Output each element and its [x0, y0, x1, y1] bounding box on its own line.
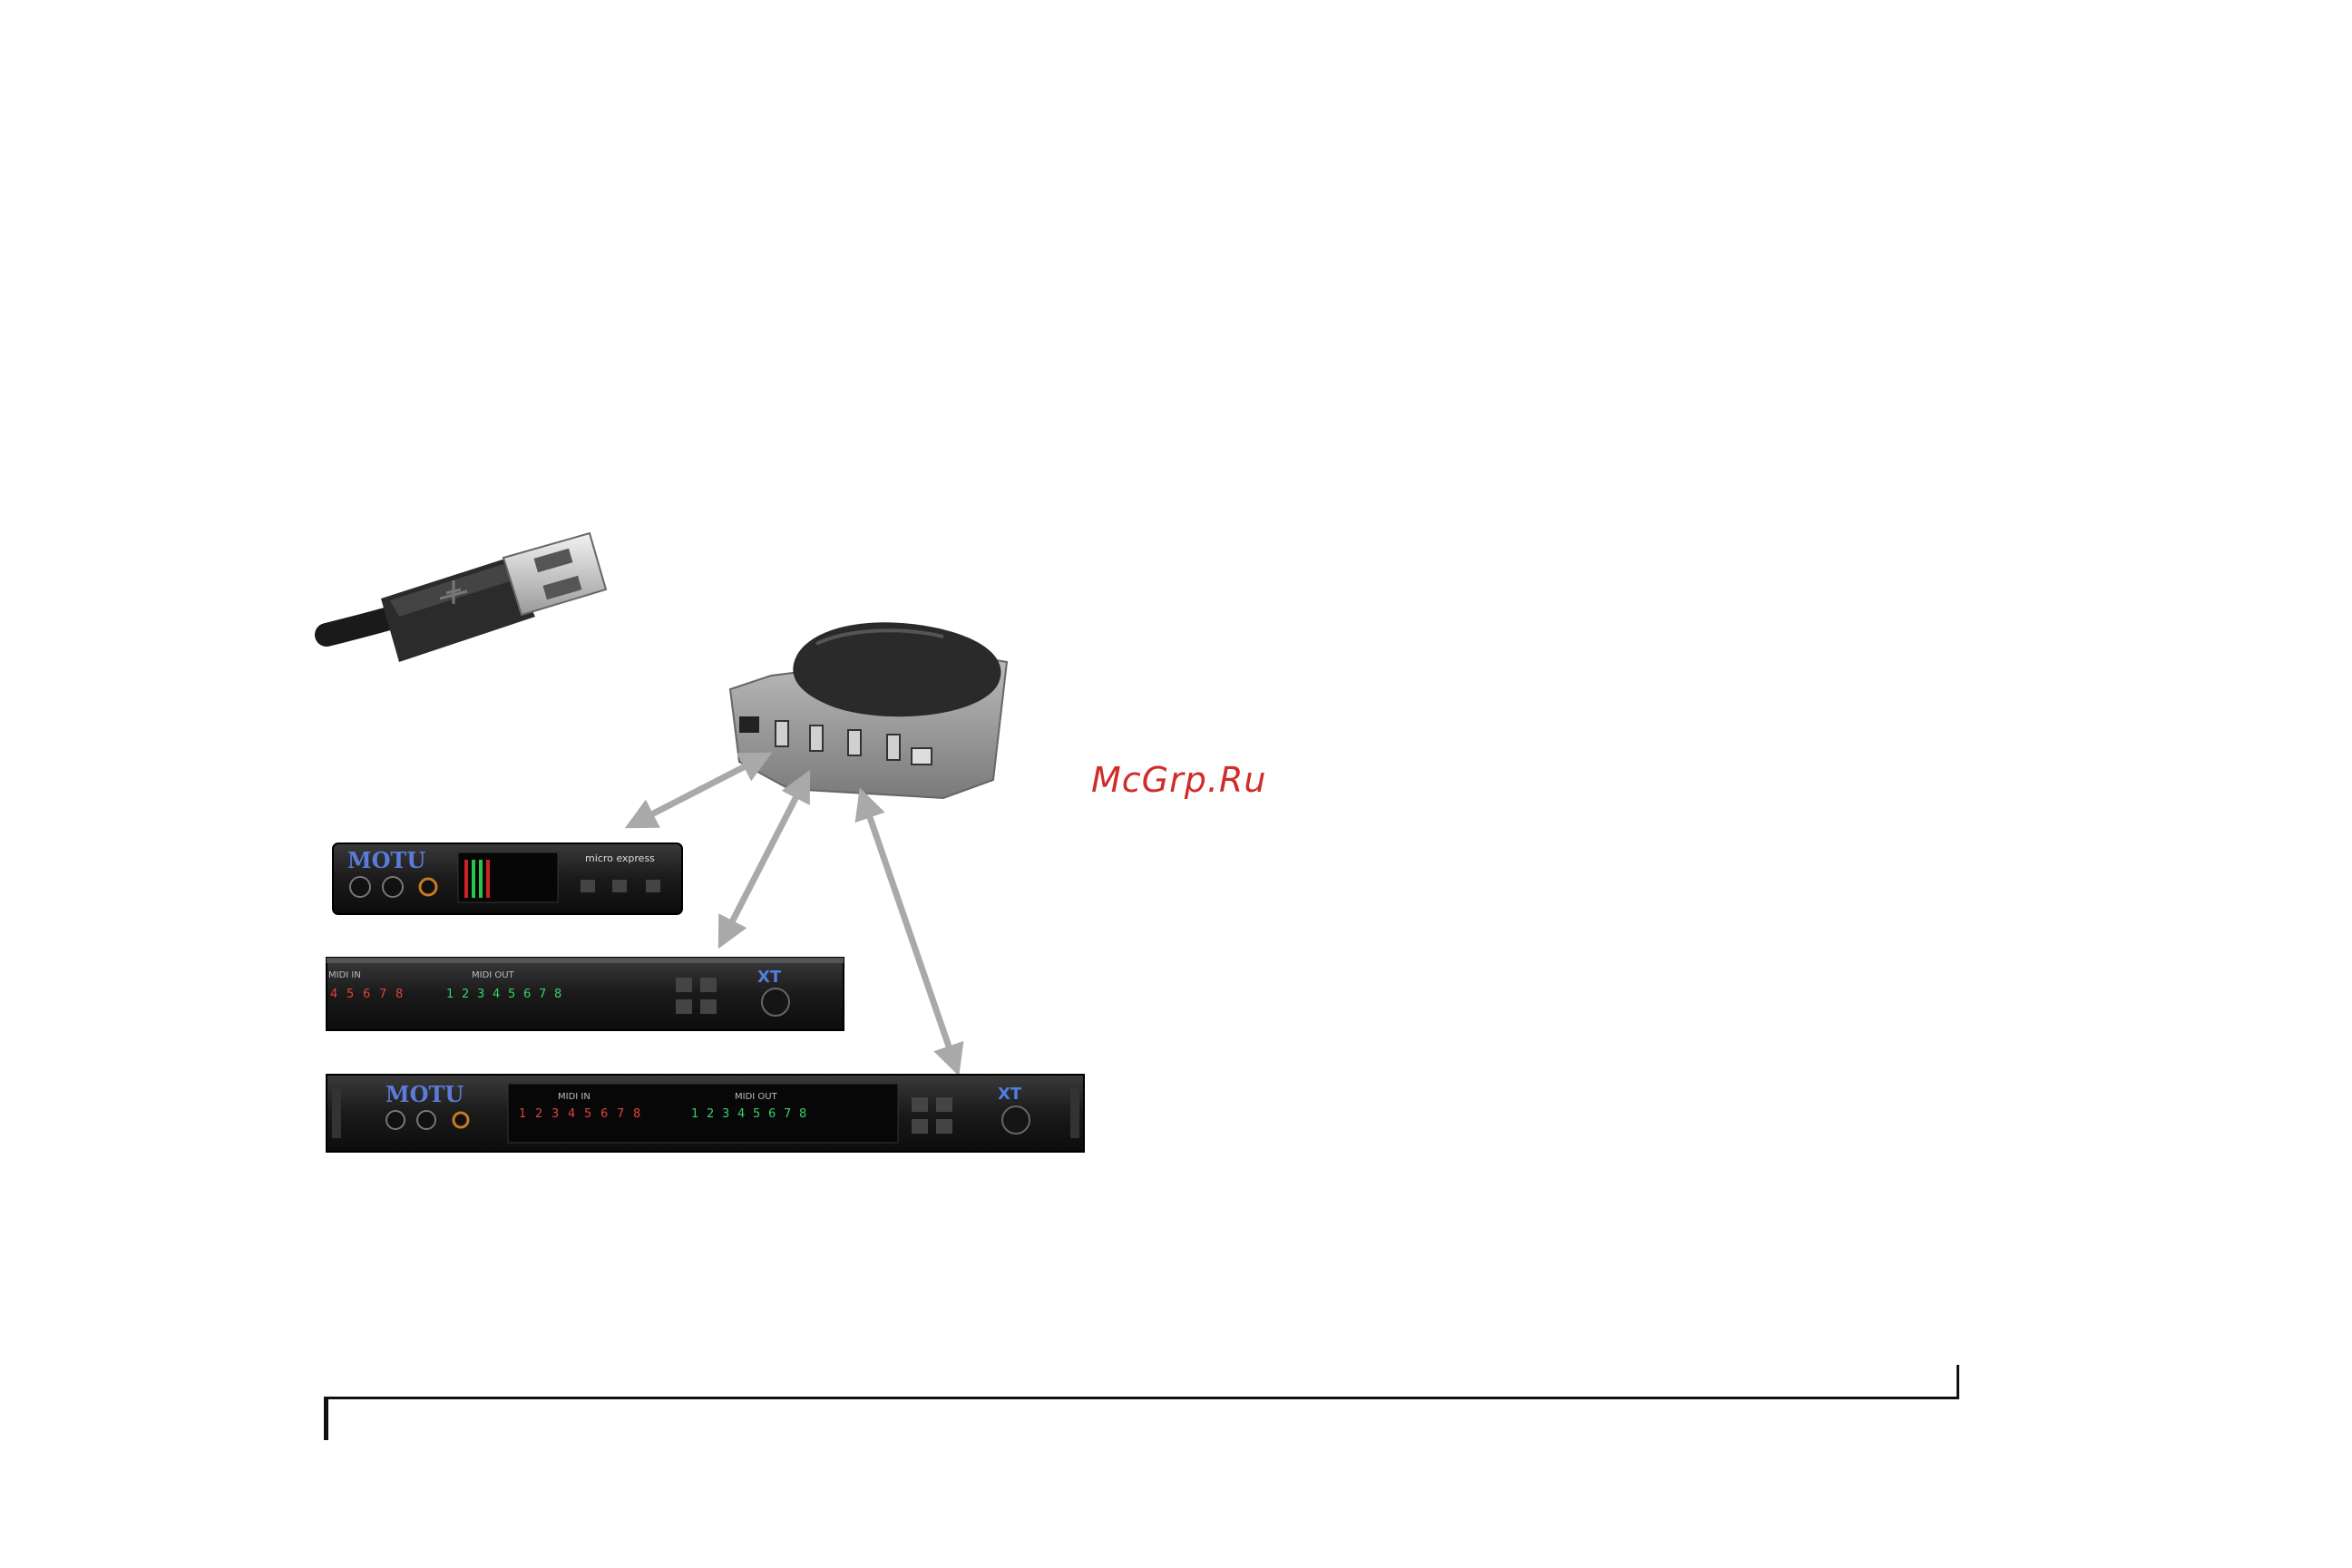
xt-midi-out-port-8: 8 [799, 1107, 806, 1121]
xt-partial-midi-out-port-8: 8 [554, 988, 561, 1001]
xt-partial-midi-in-label: MIDI IN [328, 970, 361, 980]
xt-partial-midi-out-port-5: 5 [508, 988, 515, 1001]
device-micro-express: MOTU micro express [333, 843, 682, 914]
xt-midi-out-port-7: 7 [784, 1107, 791, 1121]
xt-partial-midi-out-port-6: 6 [523, 988, 531, 1001]
xt-midi-out-port-2: 2 [707, 1107, 714, 1121]
xt-partial-midi-out-port-4: 4 [493, 988, 500, 1001]
watermark-text: McGrp.Ru [1091, 760, 1266, 800]
xt-midi-out-port-4: 4 [737, 1107, 745, 1121]
xt-partial-badge: XT [757, 968, 782, 987]
right-rule-tick [1957, 1365, 1959, 1399]
arrow-hub-to-micro-express [630, 755, 766, 825]
xt-partial-midi-in-port-8: 8 [395, 988, 403, 1001]
xt-midi-in-port-3: 3 [551, 1107, 559, 1121]
xt-badge: XT [998, 1085, 1022, 1104]
xt-partial-midi-out-port-3: 3 [477, 988, 484, 1001]
xt-midi-in-port-8: 8 [633, 1107, 640, 1121]
xt-midi-in-port-6: 6 [600, 1107, 608, 1121]
micro-express-brand: MOTU [347, 847, 425, 873]
xt-midi-in-port-2: 2 [535, 1107, 542, 1121]
xt-midi-in-label: MIDI IN [558, 1092, 590, 1102]
xt-midi-out-label: MIDI OUT [735, 1092, 778, 1102]
xt-midi-in-port-4: 4 [568, 1107, 575, 1121]
xt-partial-midi-out-label: MIDI OUT [472, 970, 515, 980]
usb-hub-icon [730, 622, 1007, 798]
xt-partial-midi-out-port-1: 1 [446, 988, 454, 1001]
xt-midi-out-port-5: 5 [753, 1107, 760, 1121]
xt-midi-out-port-3: 3 [722, 1107, 729, 1121]
xt-partial-midi-out-port-2: 2 [462, 988, 469, 1001]
xt-partial-midi-in-port-7: 7 [379, 988, 386, 1001]
arrow-hub-to-xt-partial [721, 775, 807, 943]
xt-midi-out-port-6: 6 [768, 1107, 776, 1121]
xt-partial-midi-in-port-4: 4 [330, 988, 337, 1001]
xt-midi-in-port-7: 7 [617, 1107, 624, 1121]
xt-brand: MOTU [385, 1081, 464, 1107]
left-rule-tick [324, 1397, 328, 1440]
xt-partial-midi-in-port-5: 5 [346, 988, 354, 1001]
micro-express-model: micro express [585, 852, 655, 864]
xt-partial-midi-out-port-7: 7 [539, 988, 546, 1001]
xt-midi-in-port-5: 5 [584, 1107, 591, 1121]
bottom-rule [327, 1397, 1959, 1399]
xt-midi-out-port-1: 1 [691, 1107, 698, 1121]
arrow-hub-to-xt [862, 794, 957, 1070]
xt-midi-in-port-1: 1 [519, 1107, 526, 1121]
xt-partial-midi-in-port-6: 6 [363, 988, 370, 1001]
usb-plug-icon [327, 533, 606, 662]
